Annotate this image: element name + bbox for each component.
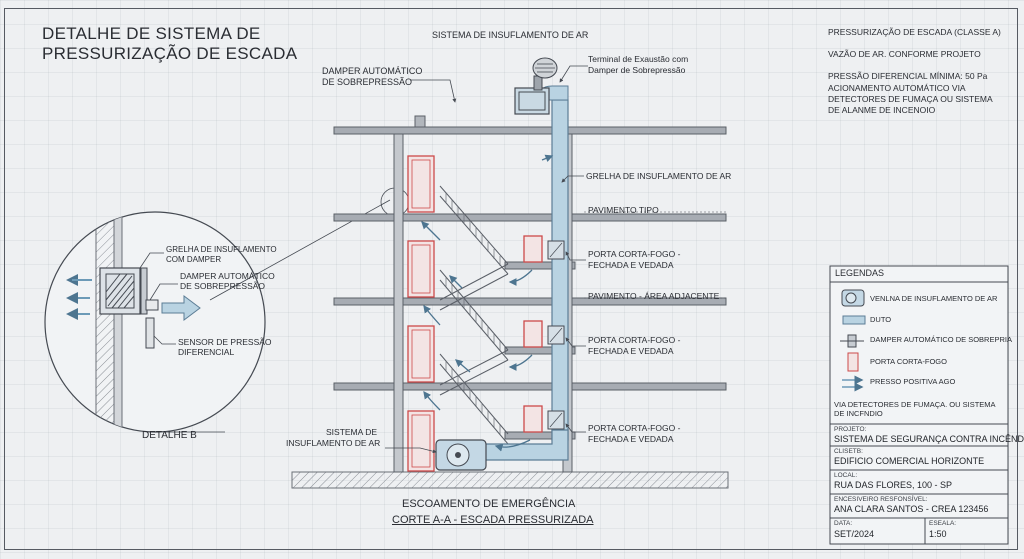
note-4-line3: DE ALANME DE INCENOIO <box>828 105 936 115</box>
fire-door-2-label-2: FECHADA E VEDADA <box>588 346 674 356</box>
damper-top-label-2: DE SOBREPRESSÃO <box>322 77 413 87</box>
detail-sensor-label-1: SENSOR DE PRESSÃO <box>178 337 272 347</box>
air-supply-bottom-label-1: SISTEMA DE <box>326 427 378 437</box>
note-4-line1: ACIONAMENTO AUTOMÁTICO VIA <box>828 83 966 93</box>
airflow-arrows <box>421 154 554 452</box>
detail-b-circle <box>44 211 266 433</box>
drawing-title-line1: DETALHE DE SISTEMA DE <box>42 24 261 43</box>
tb-client-label: CLISETB: <box>834 448 863 455</box>
tb-location-label: LOCAL: <box>834 472 858 479</box>
tb-project-label: PROJETO: <box>834 426 867 433</box>
tb-location-value: RUA DAS FLORES, 100 - SP <box>834 480 953 490</box>
tb-engineer-value: ANA CLARA SANTOS - CREA 123456 <box>834 504 989 514</box>
detail-sensor-label-2: DIFERENCIAL <box>178 347 235 357</box>
floor-adjacent-label: PAVIMENTO - ÁREA ADJACENTE <box>588 291 720 301</box>
note-3: PRESSÃO DIFERENCIAL MÍNIMA: 50 Pa <box>828 71 988 81</box>
floor-slabs <box>333 126 727 440</box>
exhaust-terminal-label-1: Terminal de Exaustão com <box>588 54 689 64</box>
fire-door-3-label-1: PORTA CORTA-FOGO - <box>588 423 681 433</box>
detail-grille-label-1: GRELHA DE INSUFLAMENTO <box>166 245 277 254</box>
exhaust-terminal-label-2: Damper de Sobrepressão <box>588 65 686 75</box>
section-label: CORTE A-A - ESCADA PRESSURIZADA <box>392 514 594 526</box>
legend-item-damper: DAMPER AUTOMÁTICO DE SOBREPRIA <box>870 335 1012 344</box>
legend-note-2: DE INCFNDIO <box>834 409 883 418</box>
legend-item-duct: DUTO <box>870 315 892 324</box>
note-2: VAZÃO DE AR. CONFORME PROJETO <box>828 49 981 59</box>
legend-duct-icon <box>842 315 866 325</box>
tb-project-value: SISTEMA DE SEGURANÇA CONTRA INCÊNDIO <box>834 434 1024 444</box>
tb-date-label: DATA: <box>834 520 853 527</box>
air-supply-top-label: SISTEMA DE INSUFLAMENTO DE AR <box>432 30 589 40</box>
air-supply-bottom-label-2: INSUFLAMENTO DE AR <box>286 438 381 448</box>
tb-scale-value: 1:50 <box>929 529 947 539</box>
note-1: PRESSURIZAÇÃO DE ESCADA (CLASSE A) <box>828 27 1001 37</box>
fire-door-3-label-2: FECHADA E VEDADA <box>588 434 674 444</box>
fire-door-1-label-1: PORTA CORTA-FOGO - <box>588 249 681 259</box>
legend-note-1: VIA DETECTORES DE FUMAÇA. OU SISTEMA <box>834 400 996 409</box>
legend-fire-door-icon <box>847 352 859 372</box>
callout-leaders <box>385 65 588 454</box>
tb-scale-label: ESEALA: <box>929 520 957 527</box>
tb-client-value: EDIFICIO COMERCIAL HORIZONTE <box>834 456 985 466</box>
detail-damper-label-2: DE SOBREPRESSÃO <box>180 281 266 291</box>
legend-arrow-icon <box>842 375 864 392</box>
legend-item-fan: VENLNA DE INSUFLAMENTO DE AR <box>870 294 998 303</box>
legend-box <box>829 265 1009 545</box>
legend-item-arrow: PRESSO POSITIVA AGO <box>870 377 956 386</box>
fire-door-2-label-1: PORTA CORTA-FOGO - <box>588 335 681 345</box>
vertical-duct <box>551 99 569 441</box>
fire-doors-right <box>523 235 543 433</box>
supply-grille-label: GRELHA DE INSUFLAMENTO DE AR <box>586 171 732 181</box>
ground-slab <box>291 471 729 489</box>
legend-title: LEGENDAS <box>835 268 885 278</box>
detail-damper <box>145 299 159 311</box>
detail-sensor <box>145 317 155 349</box>
fire-door-1-label-2: FECHADA E VEDADA <box>588 260 674 270</box>
drawing-border <box>4 8 1018 550</box>
stair-flights <box>439 185 509 445</box>
detail-b-label: DETALHE B <box>142 430 197 441</box>
detail-damper-label-1: DAMPER AUTOMÁTICO <box>180 271 275 281</box>
tb-date-value: SET/2024 <box>834 529 875 539</box>
floor-typical-label: PAVIMENTO TIPO <box>588 205 659 215</box>
evacuation-label: ESCOAMENTO DE EMERGÊNCIA <box>402 498 576 510</box>
legend-item-fire-door: PORTA CORTA-FOGO <box>870 357 947 366</box>
drawing-title-line2: PRESSURIZAÇÃO DE ESCADA <box>42 44 298 63</box>
tb-engineer-label: ENCESIVEIRO RESFONSÍVEL: <box>834 496 928 503</box>
note-4-line2: DETECTORES DE FUMAÇA OU SISTEMA <box>828 94 993 104</box>
damper-top-label-1: DAMPER AUTOMÁTICO <box>322 66 423 76</box>
detail-grille-label-2: COM DAMPER <box>166 255 222 264</box>
